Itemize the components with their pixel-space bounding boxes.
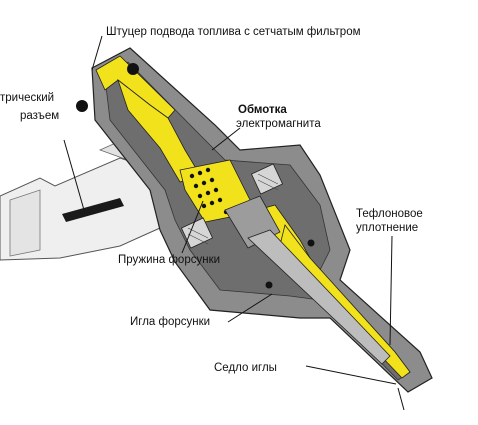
needle-label: Игла форсунки	[130, 316, 211, 328]
fuel-passage	[95, 55, 411, 379]
fuel-inlet-label: Штуцер подвода топлива с сетчатым фильтр…	[106, 26, 361, 38]
coil-label-line1: Обмотка	[238, 104, 287, 116]
needle-armature	[224, 195, 391, 365]
connector-label-line2: разъем	[20, 110, 60, 122]
leader-lines	[63, 35, 405, 411]
o-rings	[76, 63, 315, 289]
teflon-label-line2: уплотнение	[356, 222, 419, 234]
spring-label: Пружина форсунки	[118, 254, 221, 266]
seat-label: Седло иглы	[214, 362, 277, 374]
coil-label-line2: электромагнита	[236, 118, 321, 130]
connector-label-line1: трический	[0, 92, 55, 104]
solenoid-coil	[180, 163, 284, 249]
teflon-label-line1: Тефлоновое	[356, 208, 423, 220]
